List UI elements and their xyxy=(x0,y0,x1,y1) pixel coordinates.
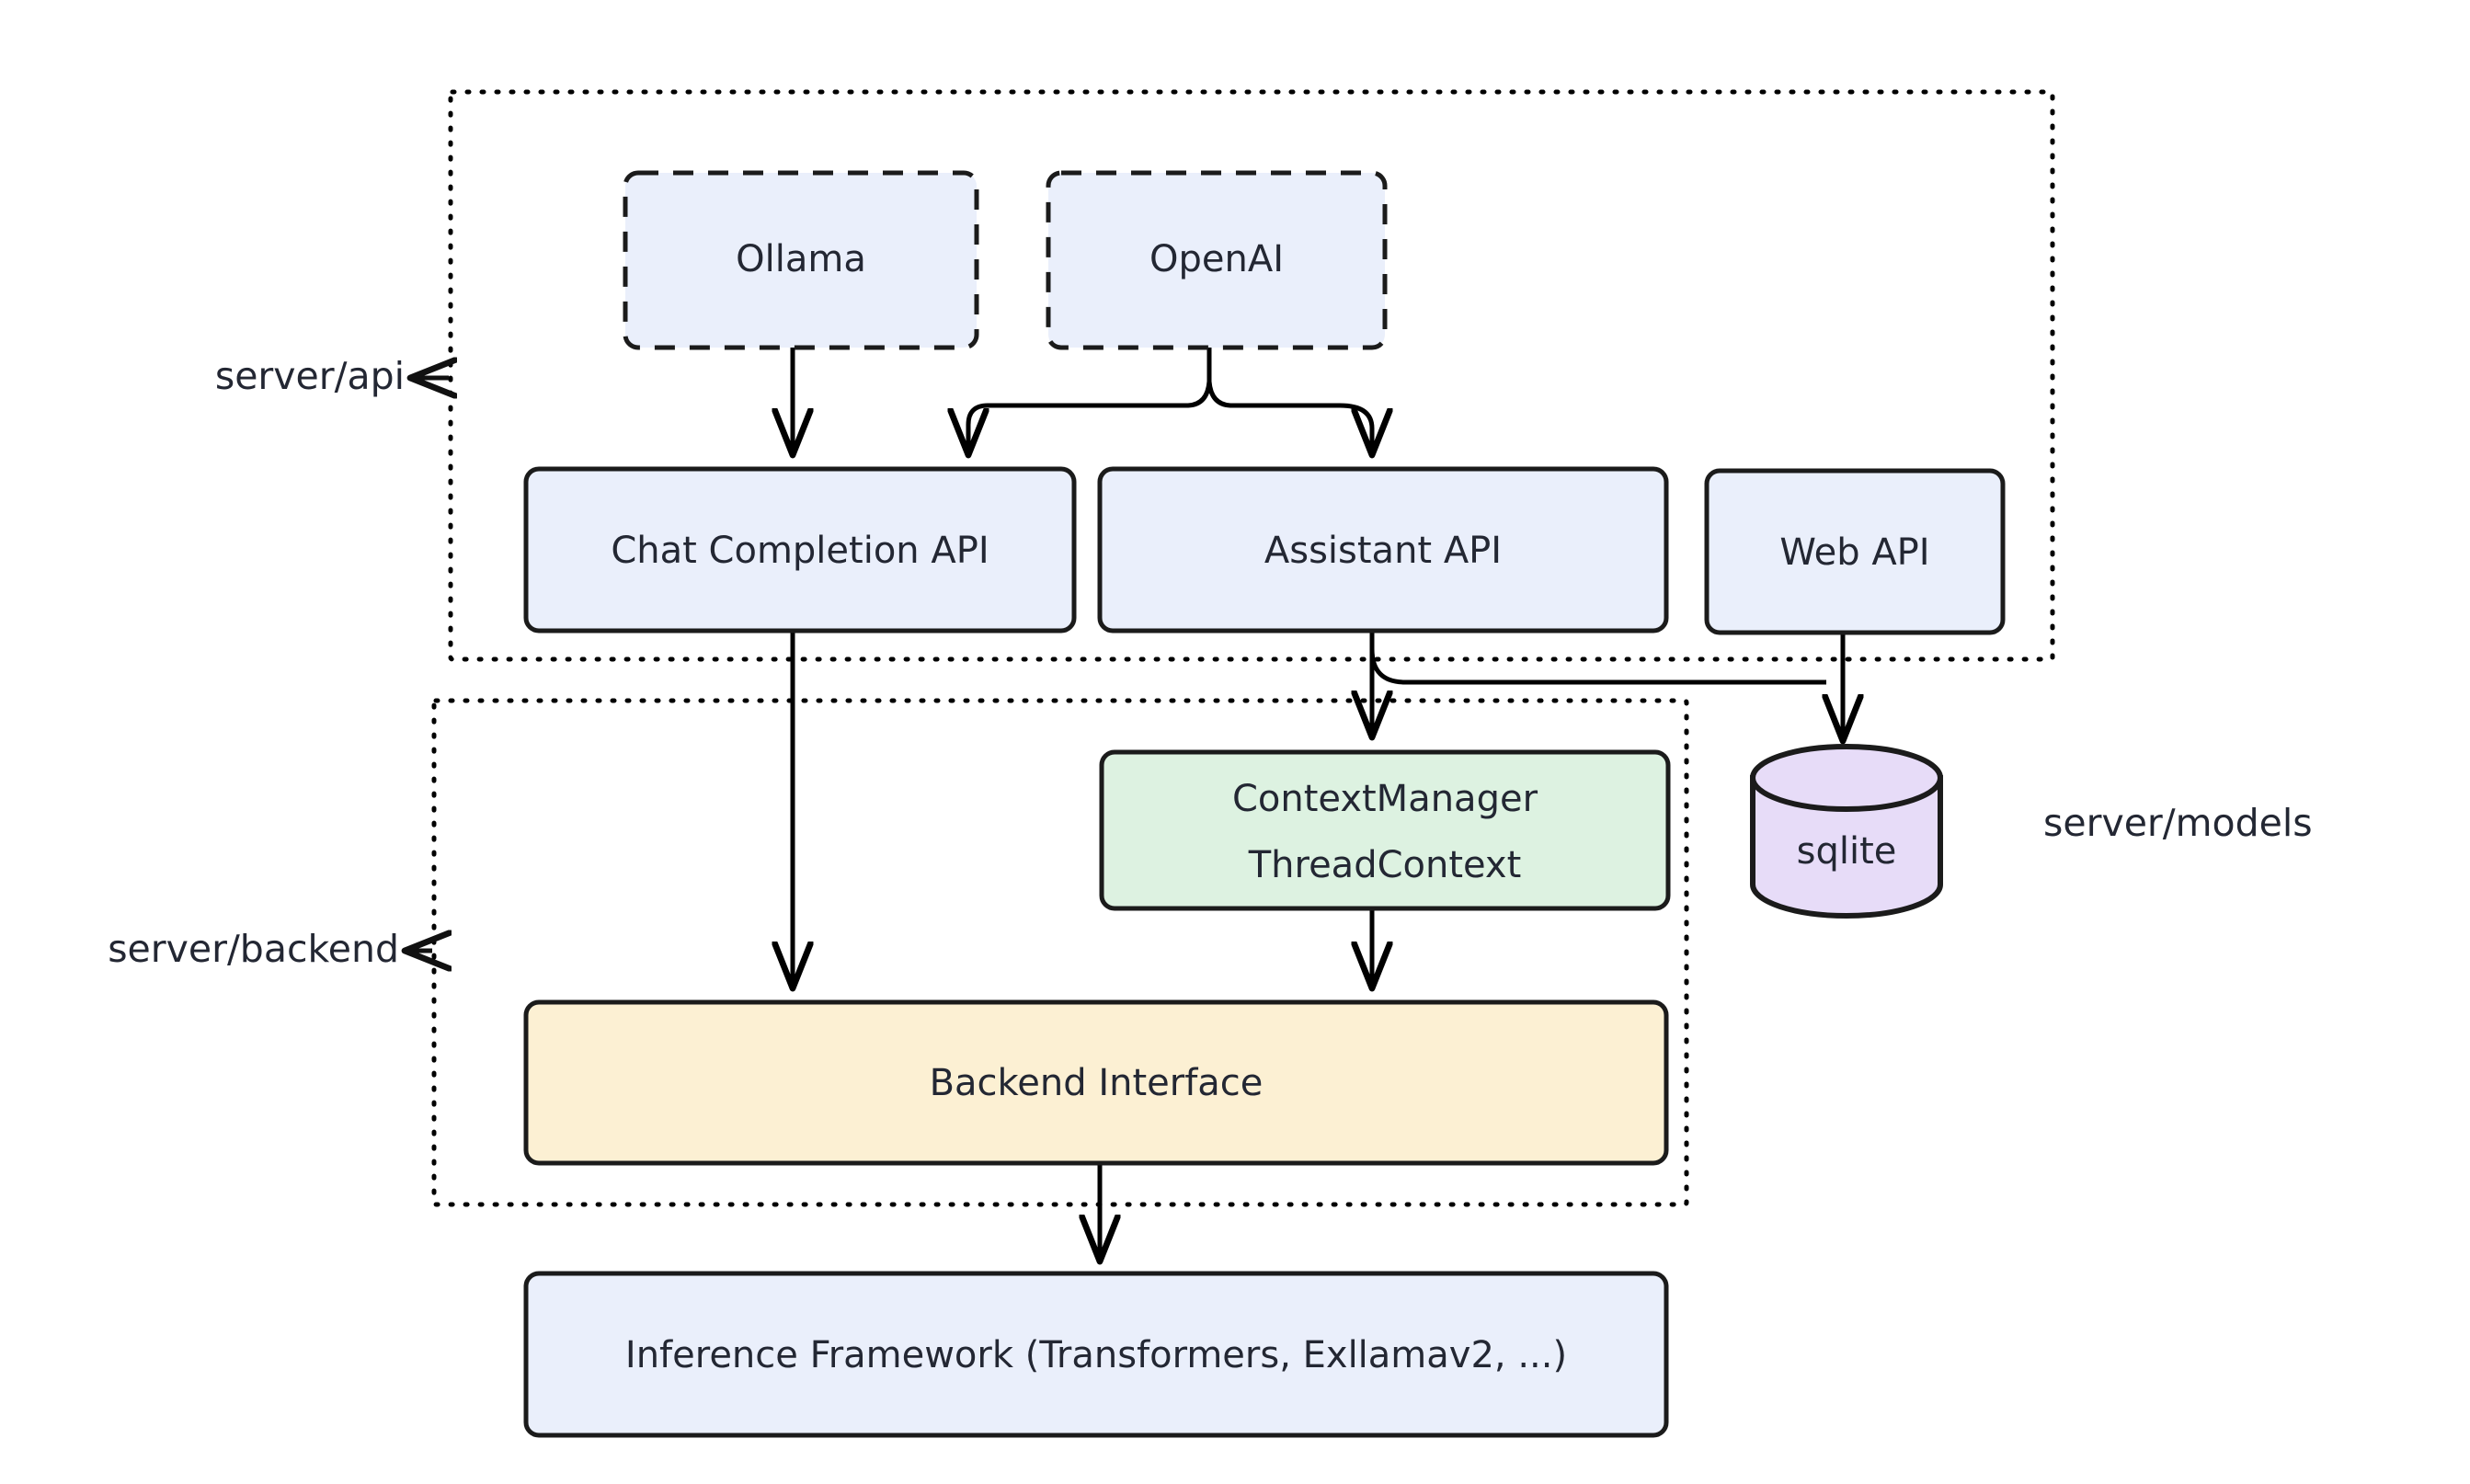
node-ollama[interactable]: Ollama xyxy=(623,170,979,350)
group-label-server-api: server/api xyxy=(215,354,405,398)
node-context-manager-label-line1: ContextManager xyxy=(1232,778,1538,820)
node-web-api-label: Web API xyxy=(1779,531,1929,574)
node-chat-completion-api-label: Chat Completion API xyxy=(611,530,989,572)
node-context-manager[interactable]: ContextManager ThreadContext xyxy=(1099,749,1671,911)
node-openai-label: OpenAI xyxy=(1149,238,1284,280)
edge-openai-to-assistant-api xyxy=(1206,381,1372,455)
node-inference-framework-label: Inference Framework (Transformers, Exlla… xyxy=(625,1334,1567,1376)
node-web-api-shape[interactable] xyxy=(1704,468,2006,635)
node-assistant-api[interactable]: Assistant API xyxy=(1097,466,1669,634)
node-context-manager-label-line2: ThreadContext xyxy=(1248,844,1522,886)
node-sqlite-label: sqlite xyxy=(1797,830,1897,873)
node-inference-framework[interactable]: Inference Framework (Transformers, Exlla… xyxy=(523,1271,1669,1438)
node-assistant-api-shape[interactable] xyxy=(1097,466,1669,634)
node-sqlite[interactable]: sqlite xyxy=(1750,744,1943,919)
node-openai-shape[interactable] xyxy=(1046,170,1388,350)
group-label-server-models: server/models xyxy=(2043,801,2313,845)
edge-openai-to-chat-api xyxy=(968,381,1212,455)
node-ollama-label: Ollama xyxy=(736,238,866,280)
edge-assistant-api-to-sqlite xyxy=(1369,648,1826,685)
node-openai[interactable]: OpenAI xyxy=(1046,170,1388,350)
node-backend-interface[interactable]: Backend Interface xyxy=(523,999,1669,1166)
node-inference-framework-shape[interactable] xyxy=(523,1271,1669,1438)
node-sqlite-body[interactable] xyxy=(1750,775,1943,919)
node-assistant-api-label: Assistant API xyxy=(1264,530,1502,572)
node-ollama-shape[interactable] xyxy=(623,170,979,350)
node-web-api[interactable]: Web API xyxy=(1704,468,2006,635)
group-label-server-backend: server/backend xyxy=(108,927,399,971)
node-chat-completion-api-shape[interactable] xyxy=(523,466,1077,634)
node-context-manager-shape[interactable] xyxy=(1099,749,1671,911)
node-backend-interface-label: Backend Interface xyxy=(930,1062,1264,1104)
node-chat-completion-api[interactable]: Chat Completion API xyxy=(523,466,1077,634)
database-cylinder-icon[interactable] xyxy=(1750,744,1943,812)
node-backend-interface-shape[interactable] xyxy=(523,999,1669,1166)
